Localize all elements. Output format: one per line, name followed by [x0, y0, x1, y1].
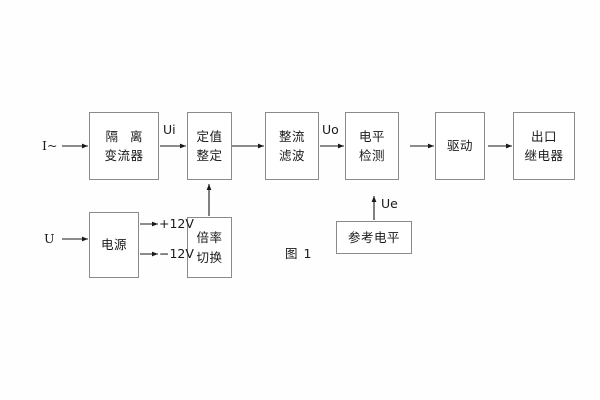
block-rectify-filter: 整流 滤波	[265, 112, 319, 180]
block-drive: 驱动	[435, 112, 485, 180]
block-label-line: 电平	[358, 128, 385, 144]
block-label-line: 继电器	[524, 148, 564, 163]
block-label-line: 滤波	[278, 148, 305, 163]
block-label-line: 整定	[196, 148, 223, 163]
block-power-supply: 电源	[89, 212, 139, 278]
signal-label-uo: Uo	[322, 122, 339, 137]
block-label-line: 倍率	[196, 230, 223, 246]
input-label-voltage: U	[44, 231, 55, 246]
power-rail-label-positive: +12V	[159, 216, 194, 231]
block-reference-level: 参考电平	[336, 221, 412, 254]
block-output-relay: 出口 继电器	[513, 112, 575, 180]
block-isolation-transformer: 隔 离 变流器	[89, 112, 159, 180]
power-rail-label-negative: −12V	[159, 246, 194, 261]
block-label-line: 检测	[358, 148, 385, 163]
block-label-line: 驱动	[446, 138, 473, 154]
block-label-line: 整流	[278, 128, 305, 144]
block-label-line: 切换	[196, 249, 223, 265]
signal-label-ui: Ui	[163, 122, 176, 137]
block-multiplier-switch: 倍率 切换	[187, 217, 232, 278]
block-label-line: 隔 离	[105, 128, 147, 144]
figure-caption: 图 1	[285, 246, 313, 261]
block-setting-value: 定值 整定	[187, 112, 232, 180]
block-label-line: 定值	[196, 128, 223, 144]
input-label-current: I~	[42, 138, 58, 153]
block-level-detection: 电平 检测	[345, 112, 399, 180]
signal-label-ue: Ue	[381, 196, 398, 211]
block-label-line: 出口	[530, 128, 557, 144]
block-label-line: 电源	[100, 237, 127, 253]
block-label-line: 参考电平	[347, 229, 400, 245]
block-label-line: 变流器	[104, 148, 144, 163]
